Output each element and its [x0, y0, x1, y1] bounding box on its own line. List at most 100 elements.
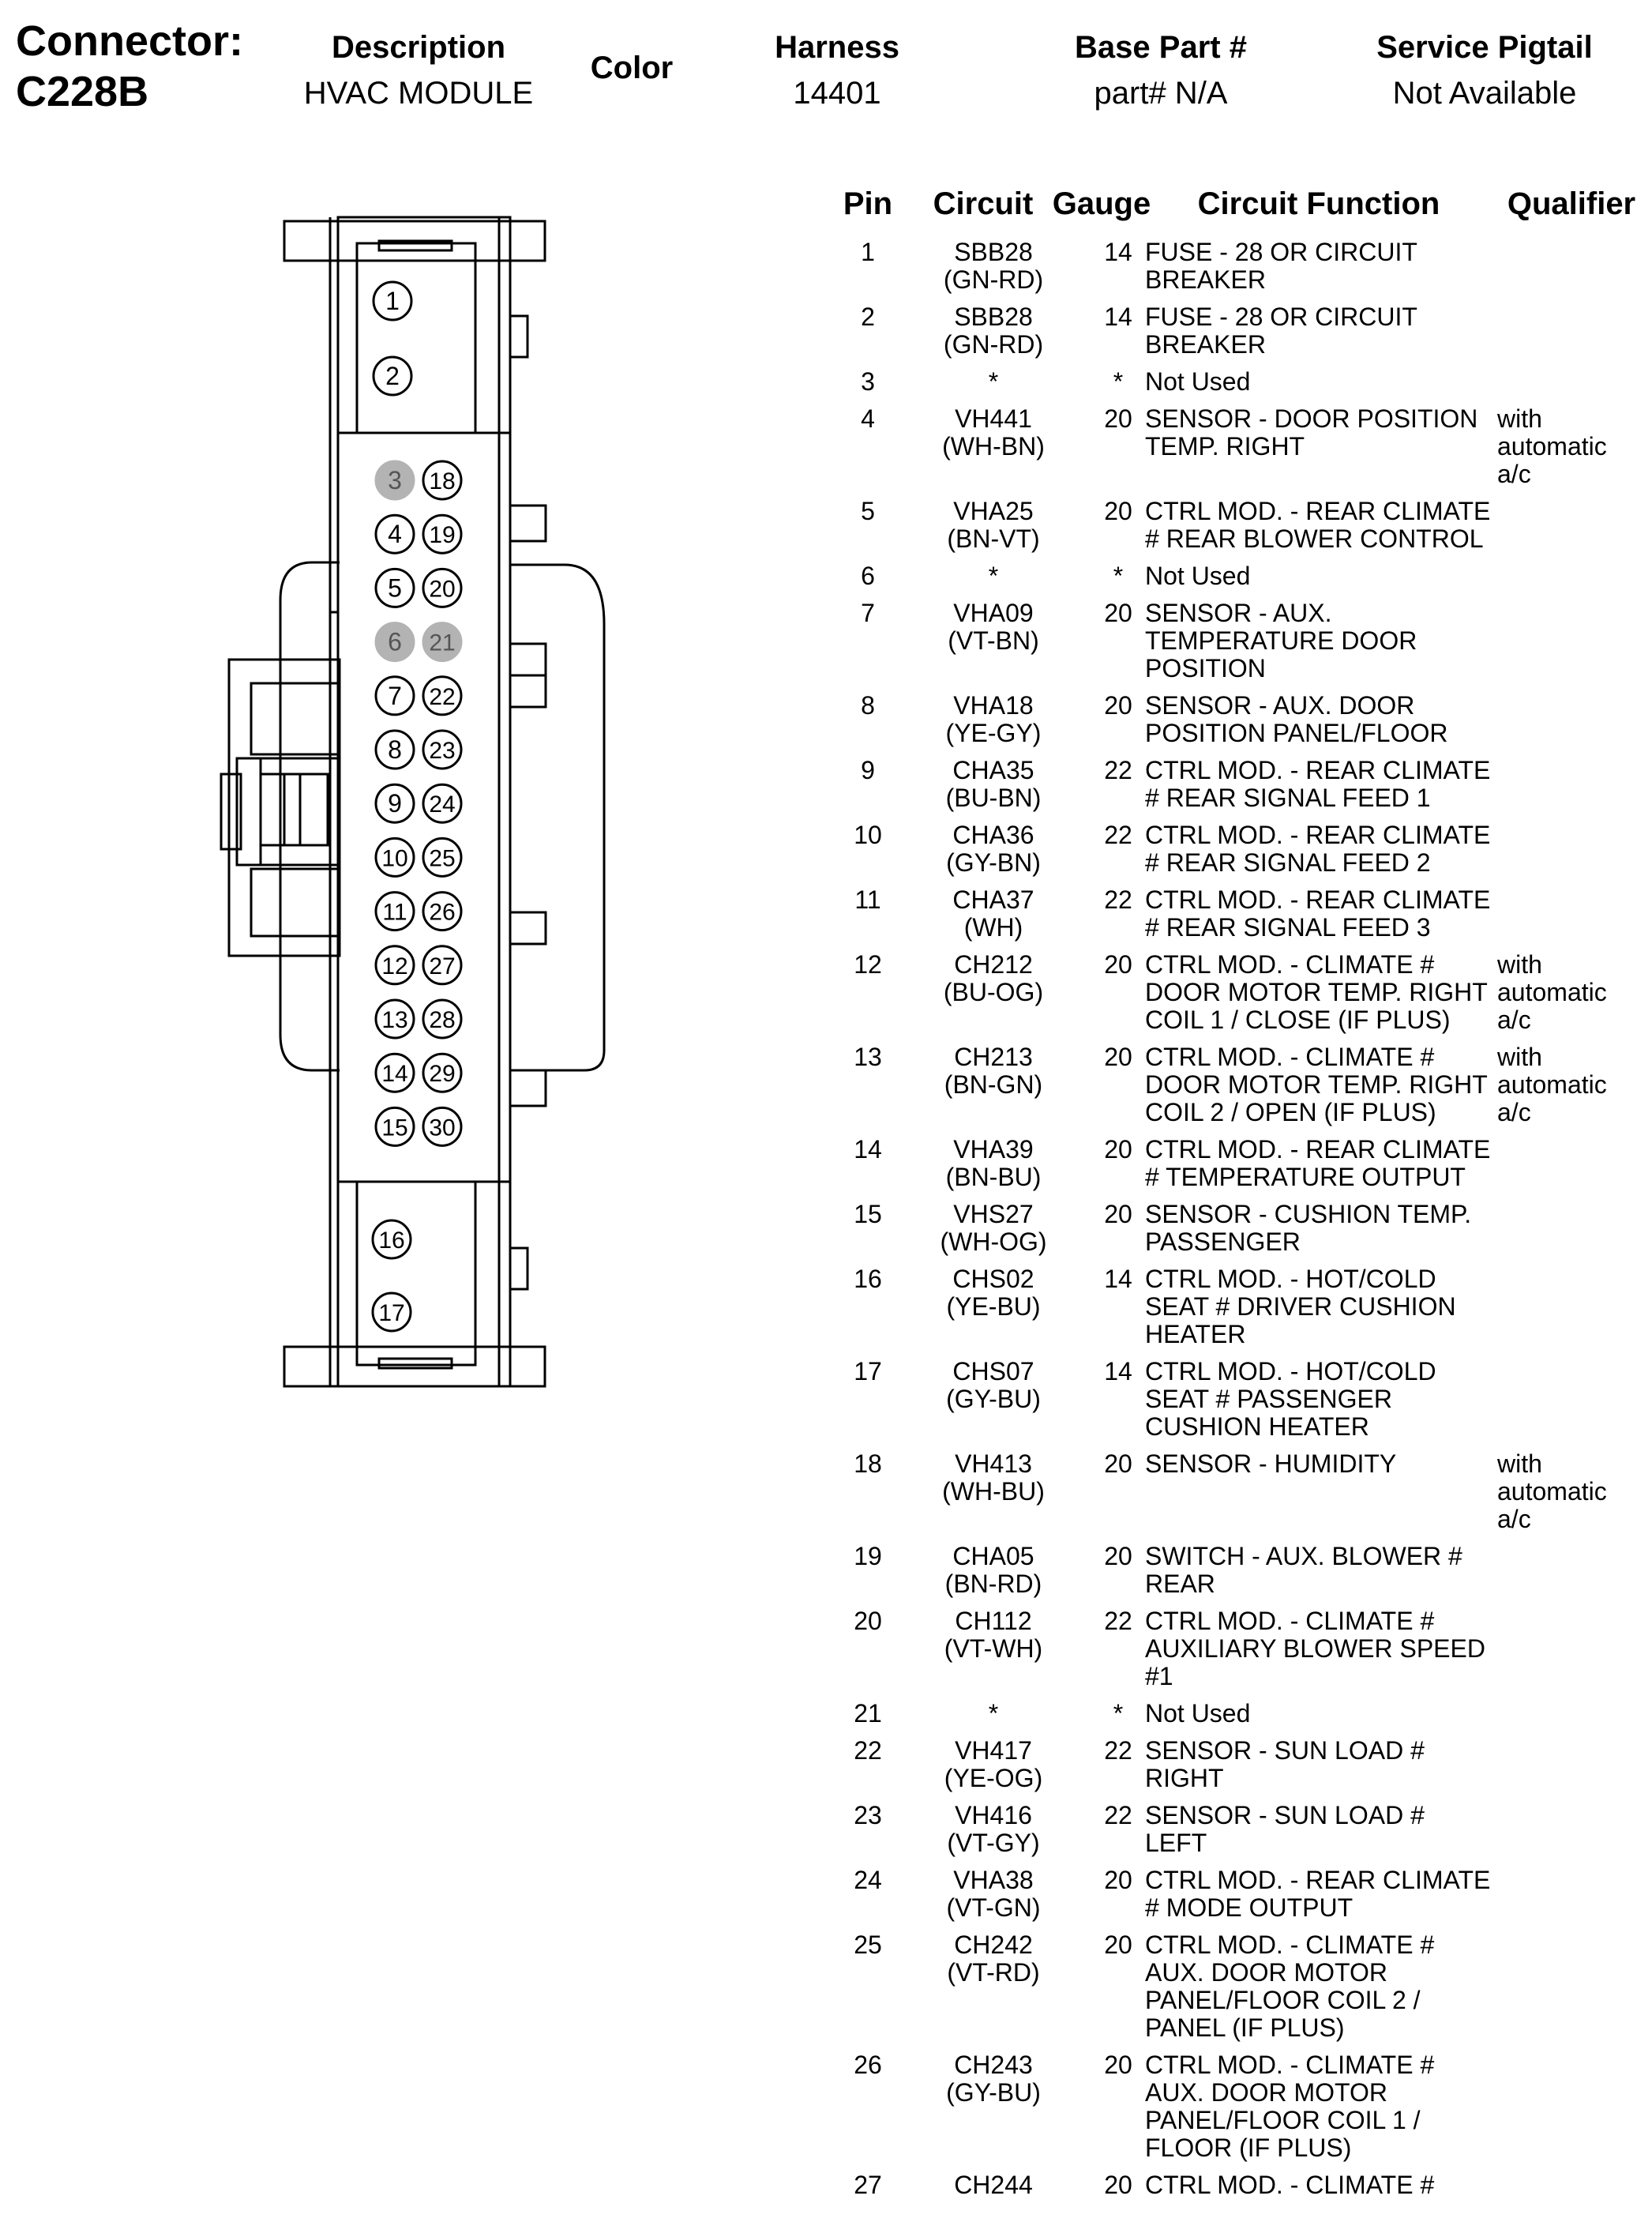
wire-gauge: 20 [1104, 950, 1132, 979]
pin-7: 7 [374, 675, 415, 716]
pin-number-label: 20 [429, 576, 455, 602]
pin-number-label: 4 [388, 520, 402, 548]
circuit-code: VH413 (WH-BU) [942, 1449, 1045, 1506]
circuit-function: SENSOR - SUN LOAD # RIGHT [1145, 1736, 1425, 1792]
pin-number-label: 13 [381, 1007, 407, 1033]
pin-number-label: 5 [388, 573, 402, 602]
pin-number-label: 15 [381, 1115, 407, 1141]
pin-8: 8 [374, 729, 415, 770]
pin-number-label: 2 [385, 362, 400, 390]
color-label: Color [590, 51, 674, 85]
pin-number-label: 22 [429, 684, 455, 710]
wire-gauge: 20 [1104, 2171, 1132, 2199]
pin-number: 21 [854, 1699, 882, 1728]
circuit-function: CTRL MOD. - HOT/COLD SEAT # DRIVER CUSHI… [1145, 1265, 1456, 1348]
circuit-code: SBB28 (GN-RD) [943, 238, 1044, 294]
description-value: HVAC MODULE [303, 76, 534, 111]
wire-gauge: 20 [1104, 1135, 1132, 1164]
wire-gauge: 14 [1104, 303, 1132, 331]
pin-15: 15 [374, 1106, 415, 1147]
wire-gauge: 22 [1104, 821, 1132, 849]
circuit-code: CHS07 (GY-BU) [946, 1357, 1041, 1413]
pin-number-label: 1 [385, 287, 400, 315]
circuit-function: CTRL MOD. - CLIMATE # DOOR MOTOR TEMP. R… [1145, 950, 1488, 1034]
pin-number-label: 28 [429, 1007, 455, 1033]
qualifier: with automatic a/c [1497, 404, 1607, 488]
pin-number: 24 [854, 1866, 882, 1894]
pin-number: 15 [854, 1200, 882, 1228]
circuit-function: CTRL MOD. - CLIMATE # AUXILIARY BLOWER S… [1145, 1607, 1485, 1690]
pin-number-label: 29 [429, 1061, 455, 1087]
pin-number-label: 14 [381, 1061, 407, 1087]
wire-gauge: 22 [1104, 1607, 1132, 1635]
col-header-gauge: Gauge [1052, 186, 1151, 221]
wire-gauge: * [1113, 562, 1124, 590]
wire-gauge: 22 [1104, 756, 1132, 784]
pin-number-label: 21 [429, 630, 455, 656]
pin-number: 3 [861, 367, 875, 396]
qualifier: with automatic a/c [1497, 1043, 1607, 1126]
wire-gauge: 22 [1104, 1801, 1132, 1829]
pin-number: 7 [861, 599, 875, 627]
wire-gauge: 22 [1104, 885, 1132, 914]
pin-number: 17 [854, 1357, 882, 1385]
pin-number-label: 7 [388, 682, 402, 710]
pin-number: 25 [854, 1931, 882, 1959]
pin-number: 23 [854, 1801, 882, 1829]
harness-value: 14401 [793, 76, 881, 111]
circuit-code: VH417 (YE-OG) [944, 1736, 1043, 1792]
pin-10: 10 [374, 837, 415, 878]
circuit-code: CH112 (VT-WH) [944, 1607, 1043, 1663]
pin-number-label: 19 [429, 522, 455, 548]
circuit-code: CH212 (BU-OG) [943, 950, 1044, 1006]
pin-number-label: 9 [388, 789, 402, 818]
circuit-code: CHA37 (WH) [952, 885, 1034, 942]
circuit-function: CTRL MOD. - REAR CLIMATE # REAR SIGNAL F… [1145, 821, 1491, 877]
pin-number-label: 27 [429, 953, 455, 979]
wire-gauge: 20 [1104, 2051, 1132, 2079]
circuit-function: CTRL MOD. - CLIMATE # DOOR MOTOR TEMP. R… [1145, 1043, 1488, 1126]
circuit-code: VH441 (WH-BN) [942, 404, 1045, 461]
circuit-code: VHS27 (WH-OG) [940, 1200, 1047, 1256]
pin-5: 5 [374, 567, 415, 608]
pin-number-label: 12 [381, 953, 407, 979]
circuit-code: VHA25 (BN-VT) [947, 497, 1040, 553]
pin-1: 1 [372, 280, 413, 321]
circuit-function: FUSE - 28 OR CIRCUIT BREAKER [1145, 238, 1417, 294]
circuit-code: VHA09 (VT-BN) [948, 599, 1039, 655]
pin-number: 20 [854, 1607, 882, 1635]
pin-number: 16 [854, 1265, 882, 1293]
circuit-code: CHA36 (GY-BN) [946, 821, 1041, 877]
pin-number: 22 [854, 1736, 882, 1765]
col-header-pin: Pin [843, 186, 893, 221]
pin-22: 22 [422, 675, 463, 716]
circuit-function: SENSOR - DOOR POSITION TEMP. RIGHT [1145, 404, 1478, 461]
circuit-function: Not Used [1145, 367, 1251, 396]
pin-24: 24 [422, 783, 463, 824]
circuit-function: CTRL MOD. - HOT/COLD SEAT # PASSENGER CU… [1145, 1357, 1436, 1441]
circuit-function: CTRL MOD. - REAR CLIMATE # REAR BLOWER C… [1145, 497, 1491, 553]
wire-gauge: 20 [1104, 404, 1132, 433]
circuit-function: CTRL MOD. - CLIMATE # [1145, 2171, 1435, 2199]
pin-number: 13 [854, 1043, 882, 1071]
pin-number: 14 [854, 1135, 882, 1164]
circuit-function: SENSOR - AUX. TEMPERATURE DOOR POSITION [1145, 599, 1417, 682]
pin-12: 12 [374, 945, 415, 986]
pin-number-label: 11 [382, 900, 407, 926]
pin-23: 23 [422, 729, 463, 770]
pin-number-label: 10 [381, 845, 407, 871]
wire-gauge: 14 [1104, 1265, 1132, 1293]
pin-17: 17 [371, 1291, 412, 1333]
connector-id: C228B [16, 68, 149, 115]
wire-gauge: * [1113, 367, 1124, 396]
pin-number: 8 [861, 691, 875, 720]
pin-21: 21 [422, 622, 463, 663]
pin-number: 11 [854, 885, 881, 914]
circuit-code: CHA35 (BU-BN) [945, 756, 1042, 812]
pin-number: 4 [861, 404, 875, 433]
service-pigtail-value: Not Available [1392, 76, 1577, 111]
wire-gauge: 20 [1104, 1542, 1132, 1570]
pin-number: 10 [854, 821, 882, 849]
circuit-code: * [988, 562, 999, 590]
pin-number: 6 [861, 562, 875, 590]
